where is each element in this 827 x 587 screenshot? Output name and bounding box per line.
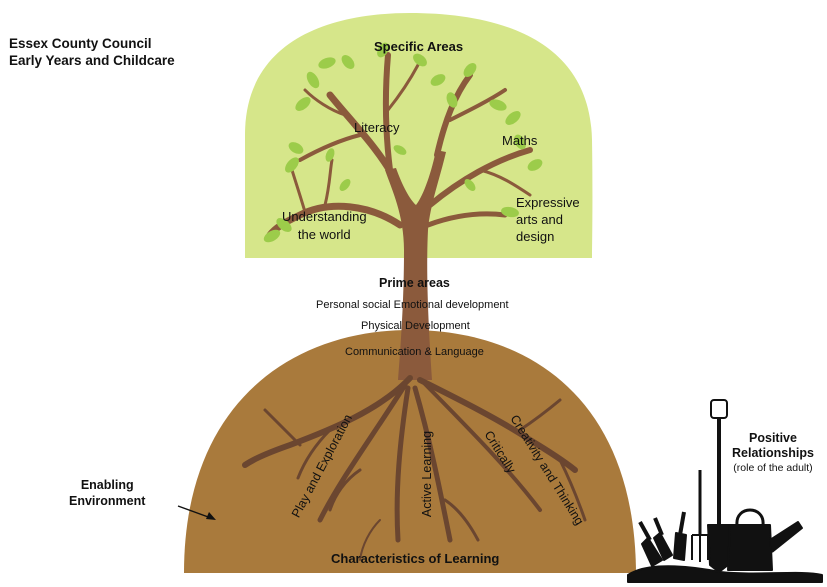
characteristics-of-learning: Characteristics of Learning: [331, 551, 500, 566]
understanding-line2: the world: [297, 227, 351, 242]
relationships-line1: Positive: [749, 431, 797, 445]
branches: [266, 52, 533, 239]
relationships-line2: Relationships: [732, 446, 814, 460]
arrow-icon: [177, 505, 216, 520]
prime-item-personal-social: Personal social Emotional development: [316, 299, 509, 311]
canopy-shape: [245, 13, 593, 258]
organisation-title: Essex County Council Early Years and Chi…: [9, 35, 175, 69]
prime-areas-heading: Prime areas: [379, 276, 450, 290]
soil-mound: [184, 330, 636, 573]
area-expressive-arts: Expressive arts and design: [516, 194, 580, 245]
expressive-line2: arts and: [516, 212, 563, 227]
organisation-line2: Early Years and Childcare: [9, 53, 175, 68]
area-maths: Maths: [502, 133, 538, 148]
specific-areas-heading: Specific Areas: [374, 39, 464, 54]
root-active-learning: Active Learning: [420, 430, 434, 518]
leaves: [263, 42, 543, 243]
enabling-line2: Environment: [69, 494, 146, 508]
enabling-environment-label: Enabling Environment: [69, 477, 145, 509]
positive-relationships-label: Positive Relationships (role of the adul…: [732, 431, 814, 476]
expressive-line1: Expressive: [516, 195, 580, 210]
area-literacy: Literacy: [354, 120, 400, 135]
roots: [242, 375, 587, 561]
organisation-line1: Essex County Council: [9, 36, 152, 51]
understanding-line1: Understanding: [282, 209, 367, 224]
prime-item-physical: Physical Development: [361, 320, 470, 332]
area-understanding-the-world: Understanding the world: [282, 208, 367, 244]
garden-tools-icon: [627, 399, 823, 583]
expressive-line3: design: [516, 229, 555, 244]
prime-item-communication: Communication & Language: [345, 346, 484, 358]
relationships-line3: (role of the adult): [733, 462, 813, 474]
enabling-line1: Enabling: [80, 478, 134, 492]
